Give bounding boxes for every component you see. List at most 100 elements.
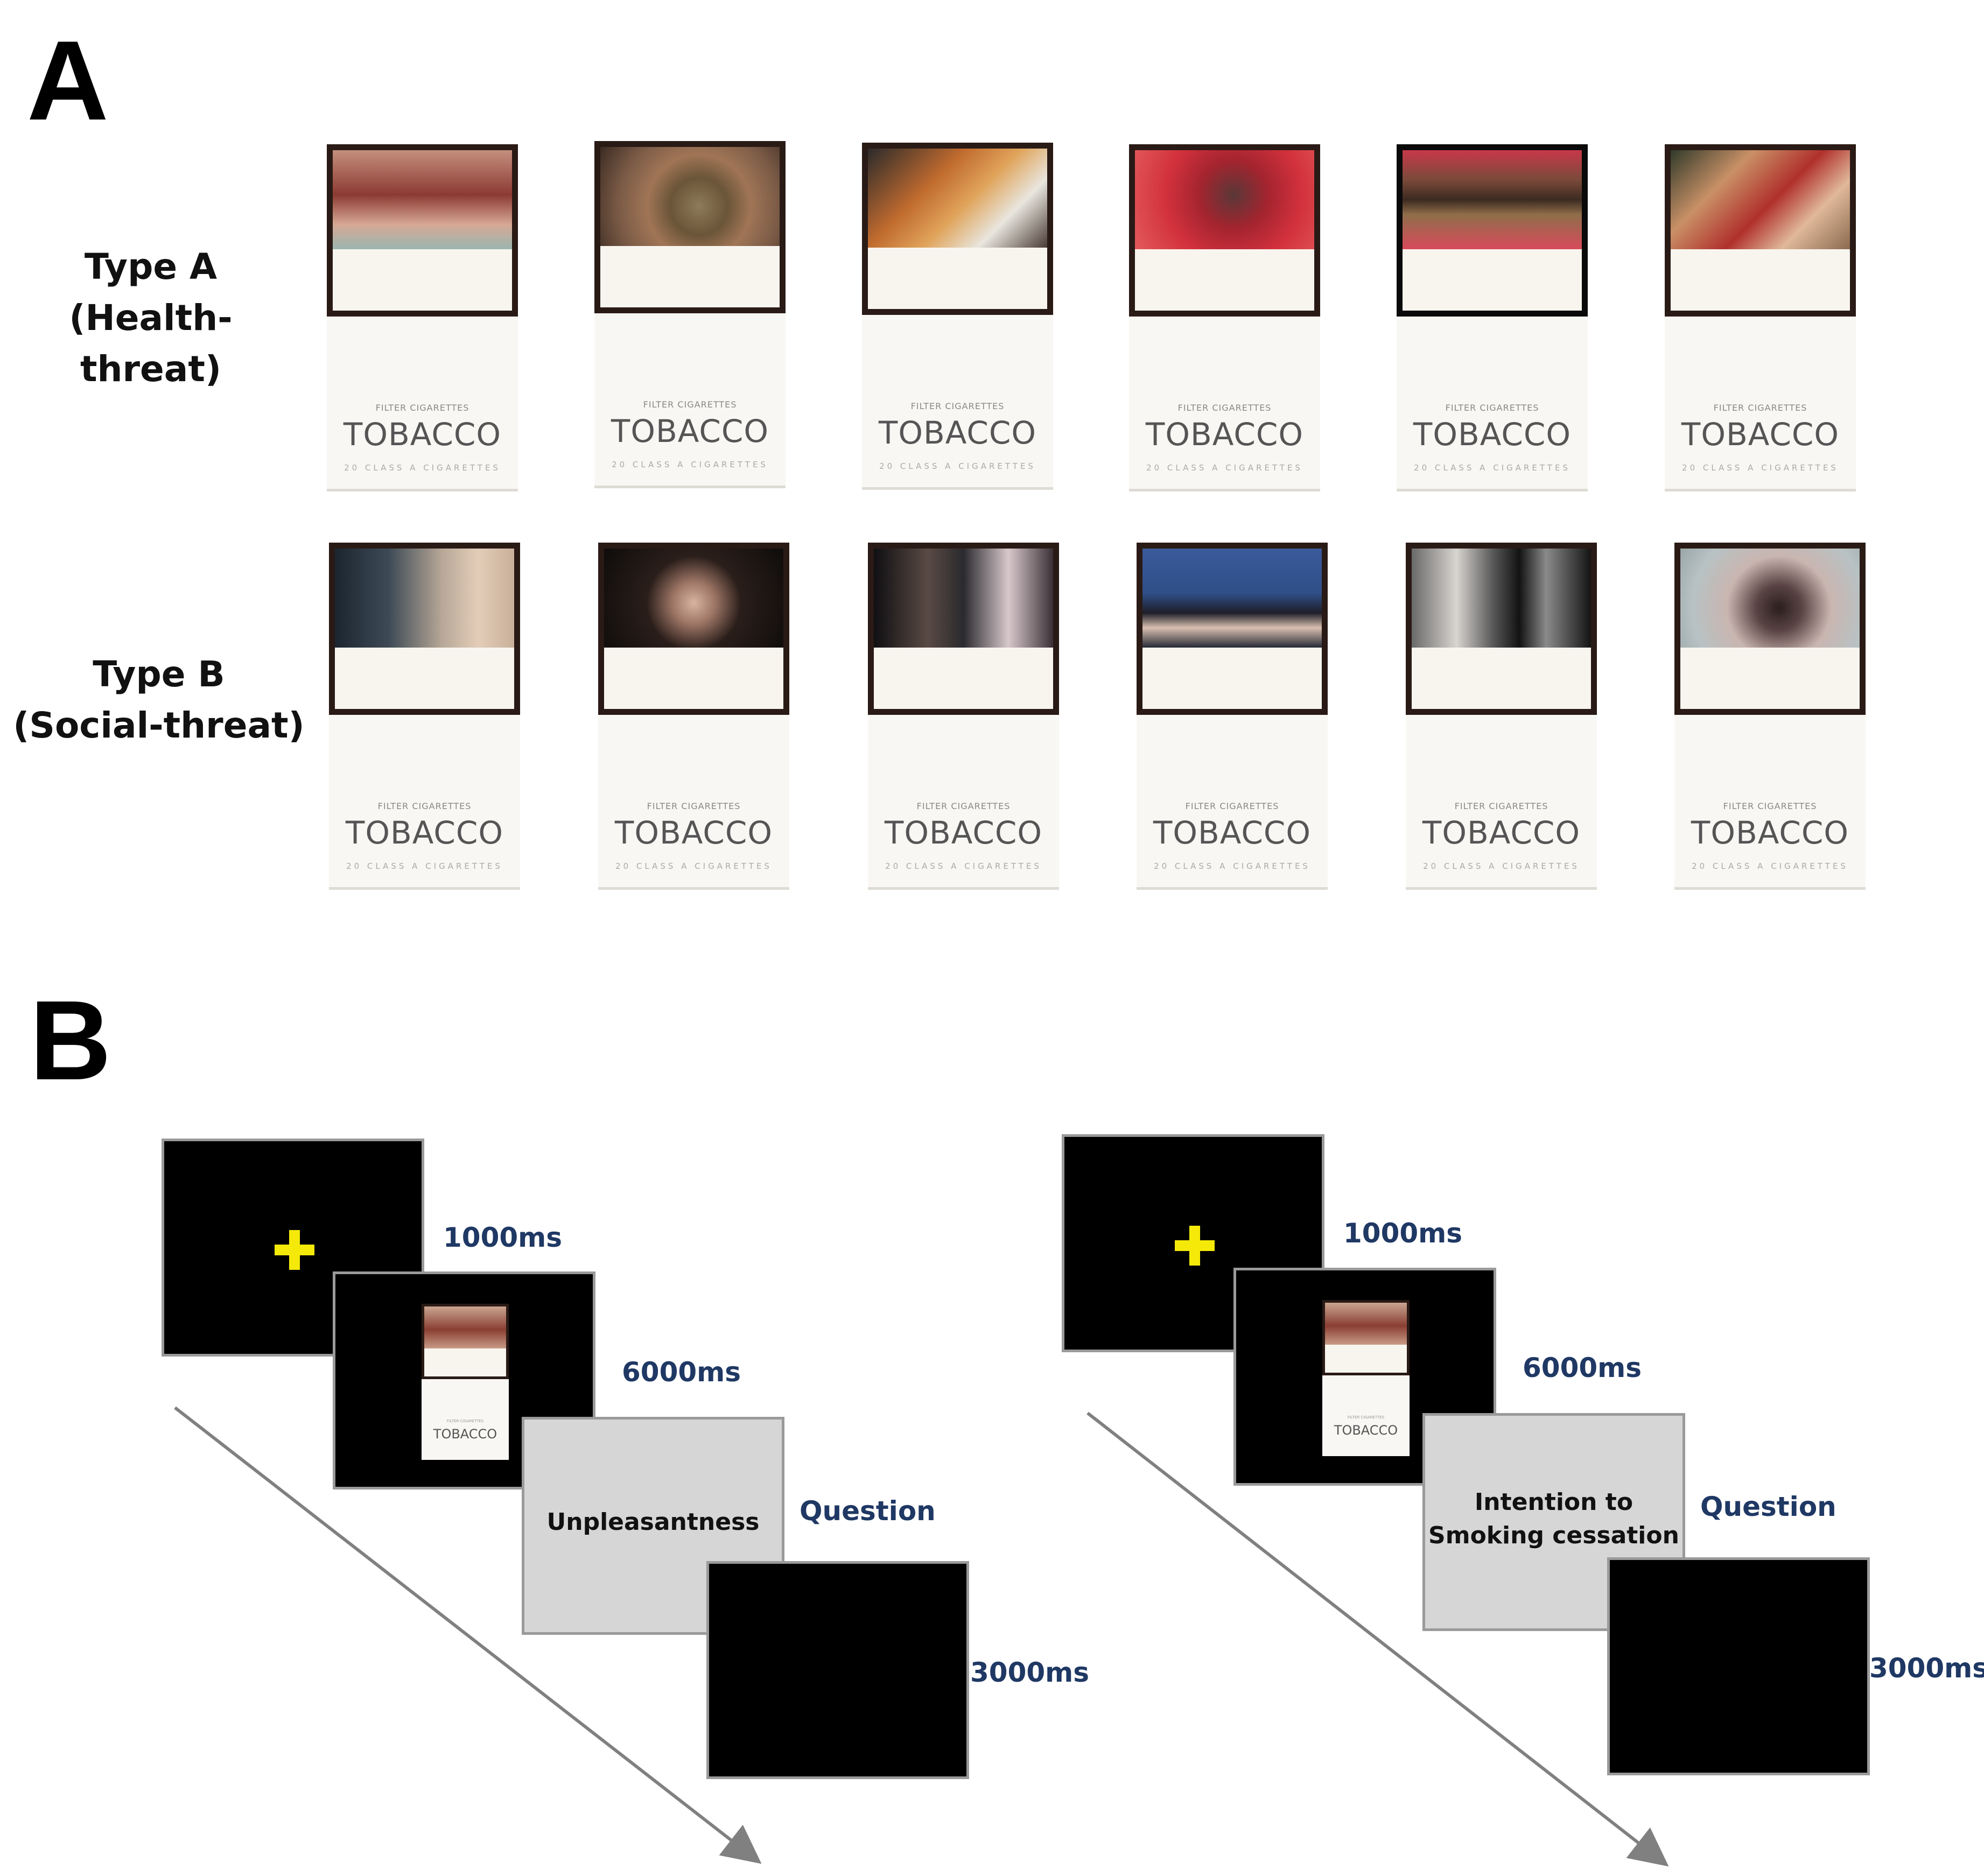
pack-brand-text: TOBACCO [1422, 814, 1581, 851]
pack-brand-text: TOBACCO [343, 416, 502, 453]
neck-wound-photo [424, 1306, 506, 1348]
question-text: Unpleasantness [524, 1506, 782, 1539]
pack-warning-frame [329, 543, 520, 715]
mini-pack-blank [1325, 1345, 1407, 1373]
pack-filter-text: FILTER CIGARETTES [916, 801, 1011, 811]
pack-type-b-2: FILTER CIGARETTES TOBACCO 20 CLASS A CIG… [598, 543, 789, 890]
row-b-label: Type B (Social-threat) [8, 649, 310, 751]
pack-warning-frame [1129, 144, 1320, 317]
pack-filter-text: FILTER CIGARETTES [377, 801, 472, 811]
question-text: Intention to Smoking cessation [1425, 1486, 1682, 1552]
question-label: Question [800, 1495, 936, 1527]
rotten-teeth-photo [1403, 150, 1582, 249]
question-text-line1: Unpleasantness [546, 1508, 760, 1536]
pack-type-b-4: FILTER CIGARETTES TOBACCO 20 CLASS A CIG… [1137, 543, 1328, 890]
pack-brand-text: TOBACCO [884, 814, 1043, 851]
pack-warning-blank [335, 648, 514, 709]
pack-warning-blank [1142, 648, 1322, 709]
pack-sub-text: 20 CLASS A CIGARETTES [615, 861, 772, 871]
panel-a-letter: A [27, 17, 109, 144]
pack-filter-text: FILTER CIGARETTES [910, 401, 1005, 411]
pack-warning-blank [1680, 648, 1860, 709]
pack-filter-text: FILTER CIGARETTES [1713, 403, 1807, 413]
pack-filter-text: FILTER CIGARETTES [1454, 801, 1548, 811]
pack-type-a-3: FILTER CIGARETTES TOBACCO 20 CLASS A CIG… [862, 143, 1053, 490]
pack-type-a-5: FILTER CIGARETTES TOBACCO 20 CLASS A CIG… [1397, 144, 1588, 491]
question-text-line2: Smoking cessation [1428, 1522, 1679, 1549]
blank-screen-right [1607, 1557, 1870, 1775]
stimulus-time-label: 6000ms [622, 1357, 741, 1388]
pack-filter-text: FILTER CIGARETTES [375, 403, 469, 413]
pack-filter-text: FILTER CIGARETTES [647, 801, 741, 811]
row-a-label-line2: (Health-threat) [69, 297, 233, 390]
neck-wound-photo [1325, 1303, 1407, 1345]
pack-warning-frame [1397, 144, 1588, 317]
mini-pack-filter: FILTER CIGARETTES [1347, 1415, 1385, 1420]
pack-sub-text: 20 CLASS A CIGARETTES [346, 861, 503, 871]
mini-pack-filter: FILTER CIGARETTES [446, 1419, 484, 1423]
pack-brand-text: TOBACCO [614, 814, 773, 851]
pack-brand-text: TOBACCO [611, 413, 769, 449]
fixation-cross [275, 1230, 314, 1270]
panel-b-letter: B [30, 977, 111, 1104]
stimulus-pack: FILTER CIGARETTES TOBACCO [422, 1304, 509, 1460]
pack-warning-blank [1135, 249, 1314, 311]
pack-filter-text: FILTER CIGARETTES [643, 399, 737, 410]
pack-warning-frame [1665, 144, 1856, 317]
time-arrow-left [174, 1406, 762, 1864]
pack-filter-text: FILTER CIGARETTES [1185, 801, 1279, 811]
neck-wound-photo [333, 150, 512, 249]
pack-warning-blank [1671, 249, 1850, 311]
pack-filter-text: FILTER CIGARETTES [1723, 801, 1817, 811]
pack-warning-blank [874, 648, 1053, 709]
child-smoke-photo [335, 549, 514, 648]
funeral-portrait-photo [1412, 549, 1591, 648]
pack-type-b-6: FILTER CIGARETTES TOBACCO 20 CLASS A CIG… [1674, 543, 1866, 890]
pack-sub-text: 20 CLASS A CIGARETTES [612, 460, 768, 469]
blank-time-label: 3000ms [970, 1657, 1090, 1688]
pack-brand-text: TOBACCO [1145, 416, 1304, 453]
blank-time-label: 3000ms [1869, 1653, 1984, 1684]
mini-pack-brand: TOBACCO [1334, 1423, 1398, 1438]
pack-warning-blank [600, 246, 780, 307]
fixation-cross [1175, 1226, 1215, 1266]
fixation-time-label: 1000ms [1343, 1218, 1463, 1249]
mouth-tumor-photo [600, 147, 780, 246]
mini-pack-frame [1322, 1300, 1410, 1375]
fixation-time-label: 1000ms [443, 1222, 563, 1253]
pack-brand-text: TOBACCO [345, 814, 504, 851]
pack-type-b-1: FILTER CIGARETTES TOBACCO 20 CLASS A CIG… [329, 543, 520, 890]
blank-screen-left [706, 1561, 969, 1779]
pack-sub-text: 20 CLASS A CIGARETTES [1682, 463, 1839, 473]
family-portrait-photo [1142, 549, 1322, 648]
fetus-smoke-photo [1680, 549, 1860, 648]
pack-warning-frame [862, 143, 1053, 315]
stimulus-time-label: 6000ms [1523, 1352, 1642, 1383]
row-b-label-line2: (Social-threat) [13, 705, 305, 746]
pack-sub-text: 20 CLASS A CIGARETTES [1146, 463, 1303, 473]
pack-warning-blank [333, 249, 512, 311]
pack-sub-text: 20 CLASS A CIGARETTES [1154, 861, 1310, 871]
pack-type-a-2: FILTER CIGARETTES TOBACCO 20 CLASS A CIG… [594, 141, 786, 488]
stimulus-pack: FILTER CIGARETTES TOBACCO [1322, 1300, 1410, 1456]
pack-sub-text: 20 CLASS A CIGARETTES [1414, 463, 1571, 473]
pack-type-b-3: FILTER CIGARETTES TOBACCO 20 CLASS A CIG… [868, 543, 1059, 890]
row-b-label-line1: Type B [93, 654, 225, 695]
pack-brand-text: TOBACCO [1153, 814, 1312, 851]
pack-warning-blank [604, 648, 783, 709]
pack-type-b-5: FILTER CIGARETTES TOBACCO 20 CLASS A CIG… [1406, 543, 1597, 890]
mini-pack-frame [422, 1304, 509, 1379]
pack-warning-blank [1412, 648, 1591, 709]
surgery-photo [868, 149, 1047, 248]
pack-type-a-4: FILTER CIGARETTES TOBACCO 20 CLASS A CIG… [1129, 144, 1320, 491]
question-text-line1: Intention to [1474, 1488, 1634, 1516]
mini-pack-brand: TOBACCO [433, 1427, 497, 1442]
pack-filter-text: FILTER CIGARETTES [1177, 403, 1272, 413]
row-a-label: Type A (Health-threat) [0, 241, 302, 395]
pack-sub-text: 20 CLASS A CIGARETTES [1692, 861, 1848, 871]
pack-brand-text: TOBACCO [1691, 814, 1849, 851]
row-a-label-line1: Type A [84, 246, 218, 287]
pack-sub-text: 20 CLASS A CIGARETTES [879, 461, 1036, 471]
mini-pack-blank [424, 1348, 506, 1376]
